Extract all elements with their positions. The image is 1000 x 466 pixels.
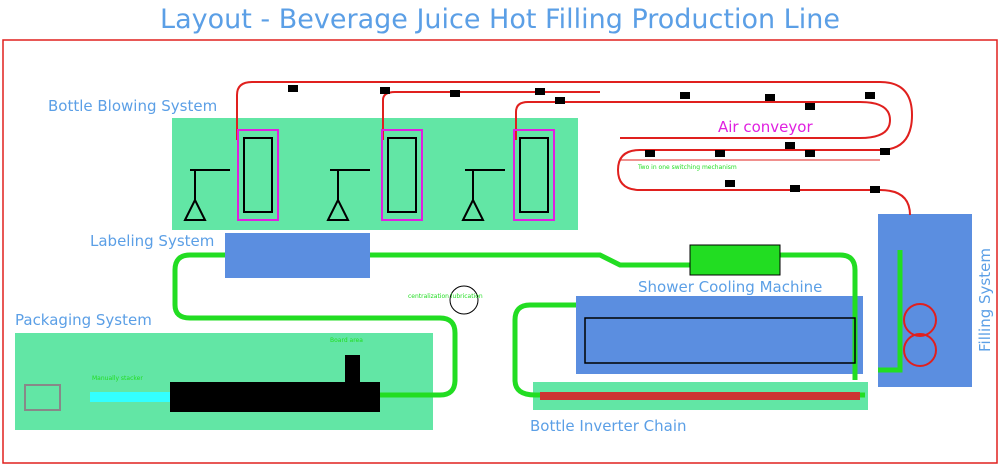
blowing-zone bbox=[172, 118, 578, 230]
label-air-conveyor: Air conveyor bbox=[718, 118, 813, 136]
shower-machine bbox=[584, 317, 856, 364]
bottle-conveyor bbox=[172, 250, 903, 398]
diagram-title: Layout - Beverage Juice Hot Filling Prod… bbox=[160, 4, 840, 35]
note-lubrication: centralization lubrication bbox=[408, 293, 483, 300]
labeling-zone bbox=[225, 233, 370, 278]
layout-border bbox=[2, 39, 998, 464]
air-fans bbox=[288, 85, 890, 193]
label-packaging: Packaging System bbox=[15, 311, 152, 329]
label-inverter: Bottle Inverter Chain bbox=[530, 417, 687, 435]
label-blowing: Bottle Blowing System bbox=[48, 97, 217, 115]
note-board: Board area bbox=[330, 337, 363, 344]
packing-machine bbox=[170, 382, 380, 412]
label-filling: Filling System bbox=[976, 248, 994, 352]
packaging-zone bbox=[15, 333, 433, 430]
filling-zone bbox=[878, 214, 972, 387]
note-stacker: Manually stacker bbox=[92, 375, 143, 382]
capper-turret bbox=[903, 333, 937, 367]
inverter-chain bbox=[540, 392, 860, 400]
stacker-conveyor bbox=[90, 392, 170, 402]
shower-zone bbox=[576, 296, 863, 374]
blow-molding-machines bbox=[183, 129, 555, 221]
label-labeling: Labeling System bbox=[90, 232, 214, 250]
filler-turret bbox=[903, 303, 937, 337]
lubrication-marker bbox=[449, 285, 479, 315]
board-stand bbox=[345, 355, 360, 382]
cooling-tunnel-entry bbox=[689, 244, 781, 276]
label-shower: Shower Cooling Machine bbox=[638, 278, 822, 296]
forklift-icon bbox=[24, 384, 61, 411]
note-switching: Two in one switching mechanism bbox=[637, 164, 737, 171]
